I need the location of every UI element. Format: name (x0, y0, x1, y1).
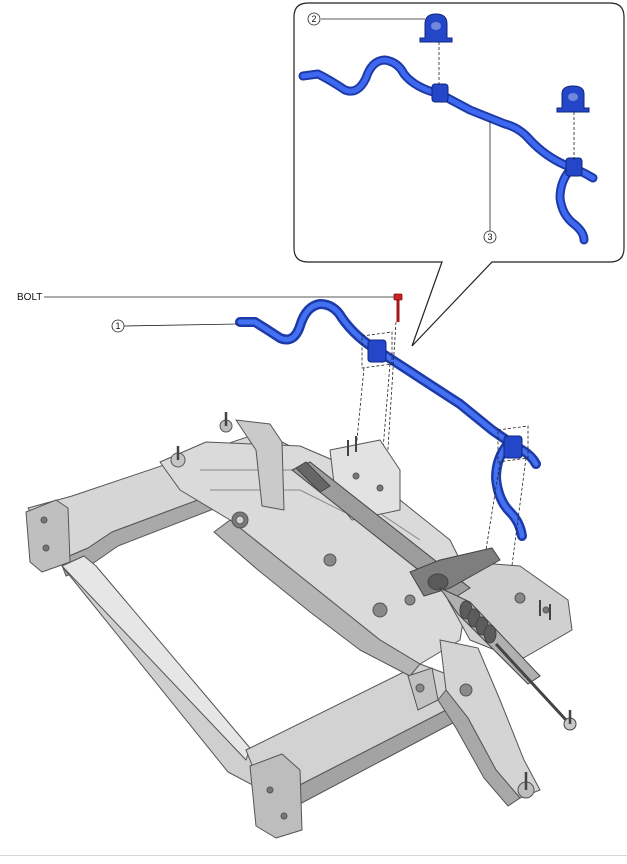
inset-callout-frame (293, 2, 625, 347)
callout-number-2: 2 (311, 14, 316, 24)
inset-bushing-clamp-right (556, 85, 590, 113)
front-subframe (25, 412, 573, 839)
callout-circle-2 (307, 12, 321, 26)
callout-circle-3 (483, 230, 497, 244)
bottom-divider (0, 855, 627, 856)
steering-gear-box (291, 461, 577, 731)
rear-lower-bracket (407, 667, 439, 711)
detail-inset: 2 3 (293, 2, 625, 347)
inset-bushing-clamp-left (419, 13, 453, 43)
callout-number-3: 3 (487, 232, 492, 242)
lower-control-arm (437, 639, 541, 807)
callout-number-1: 1 (115, 321, 120, 331)
bolt-label: BOLT (17, 292, 42, 303)
inset-stabilizer-bar (298, 55, 598, 245)
